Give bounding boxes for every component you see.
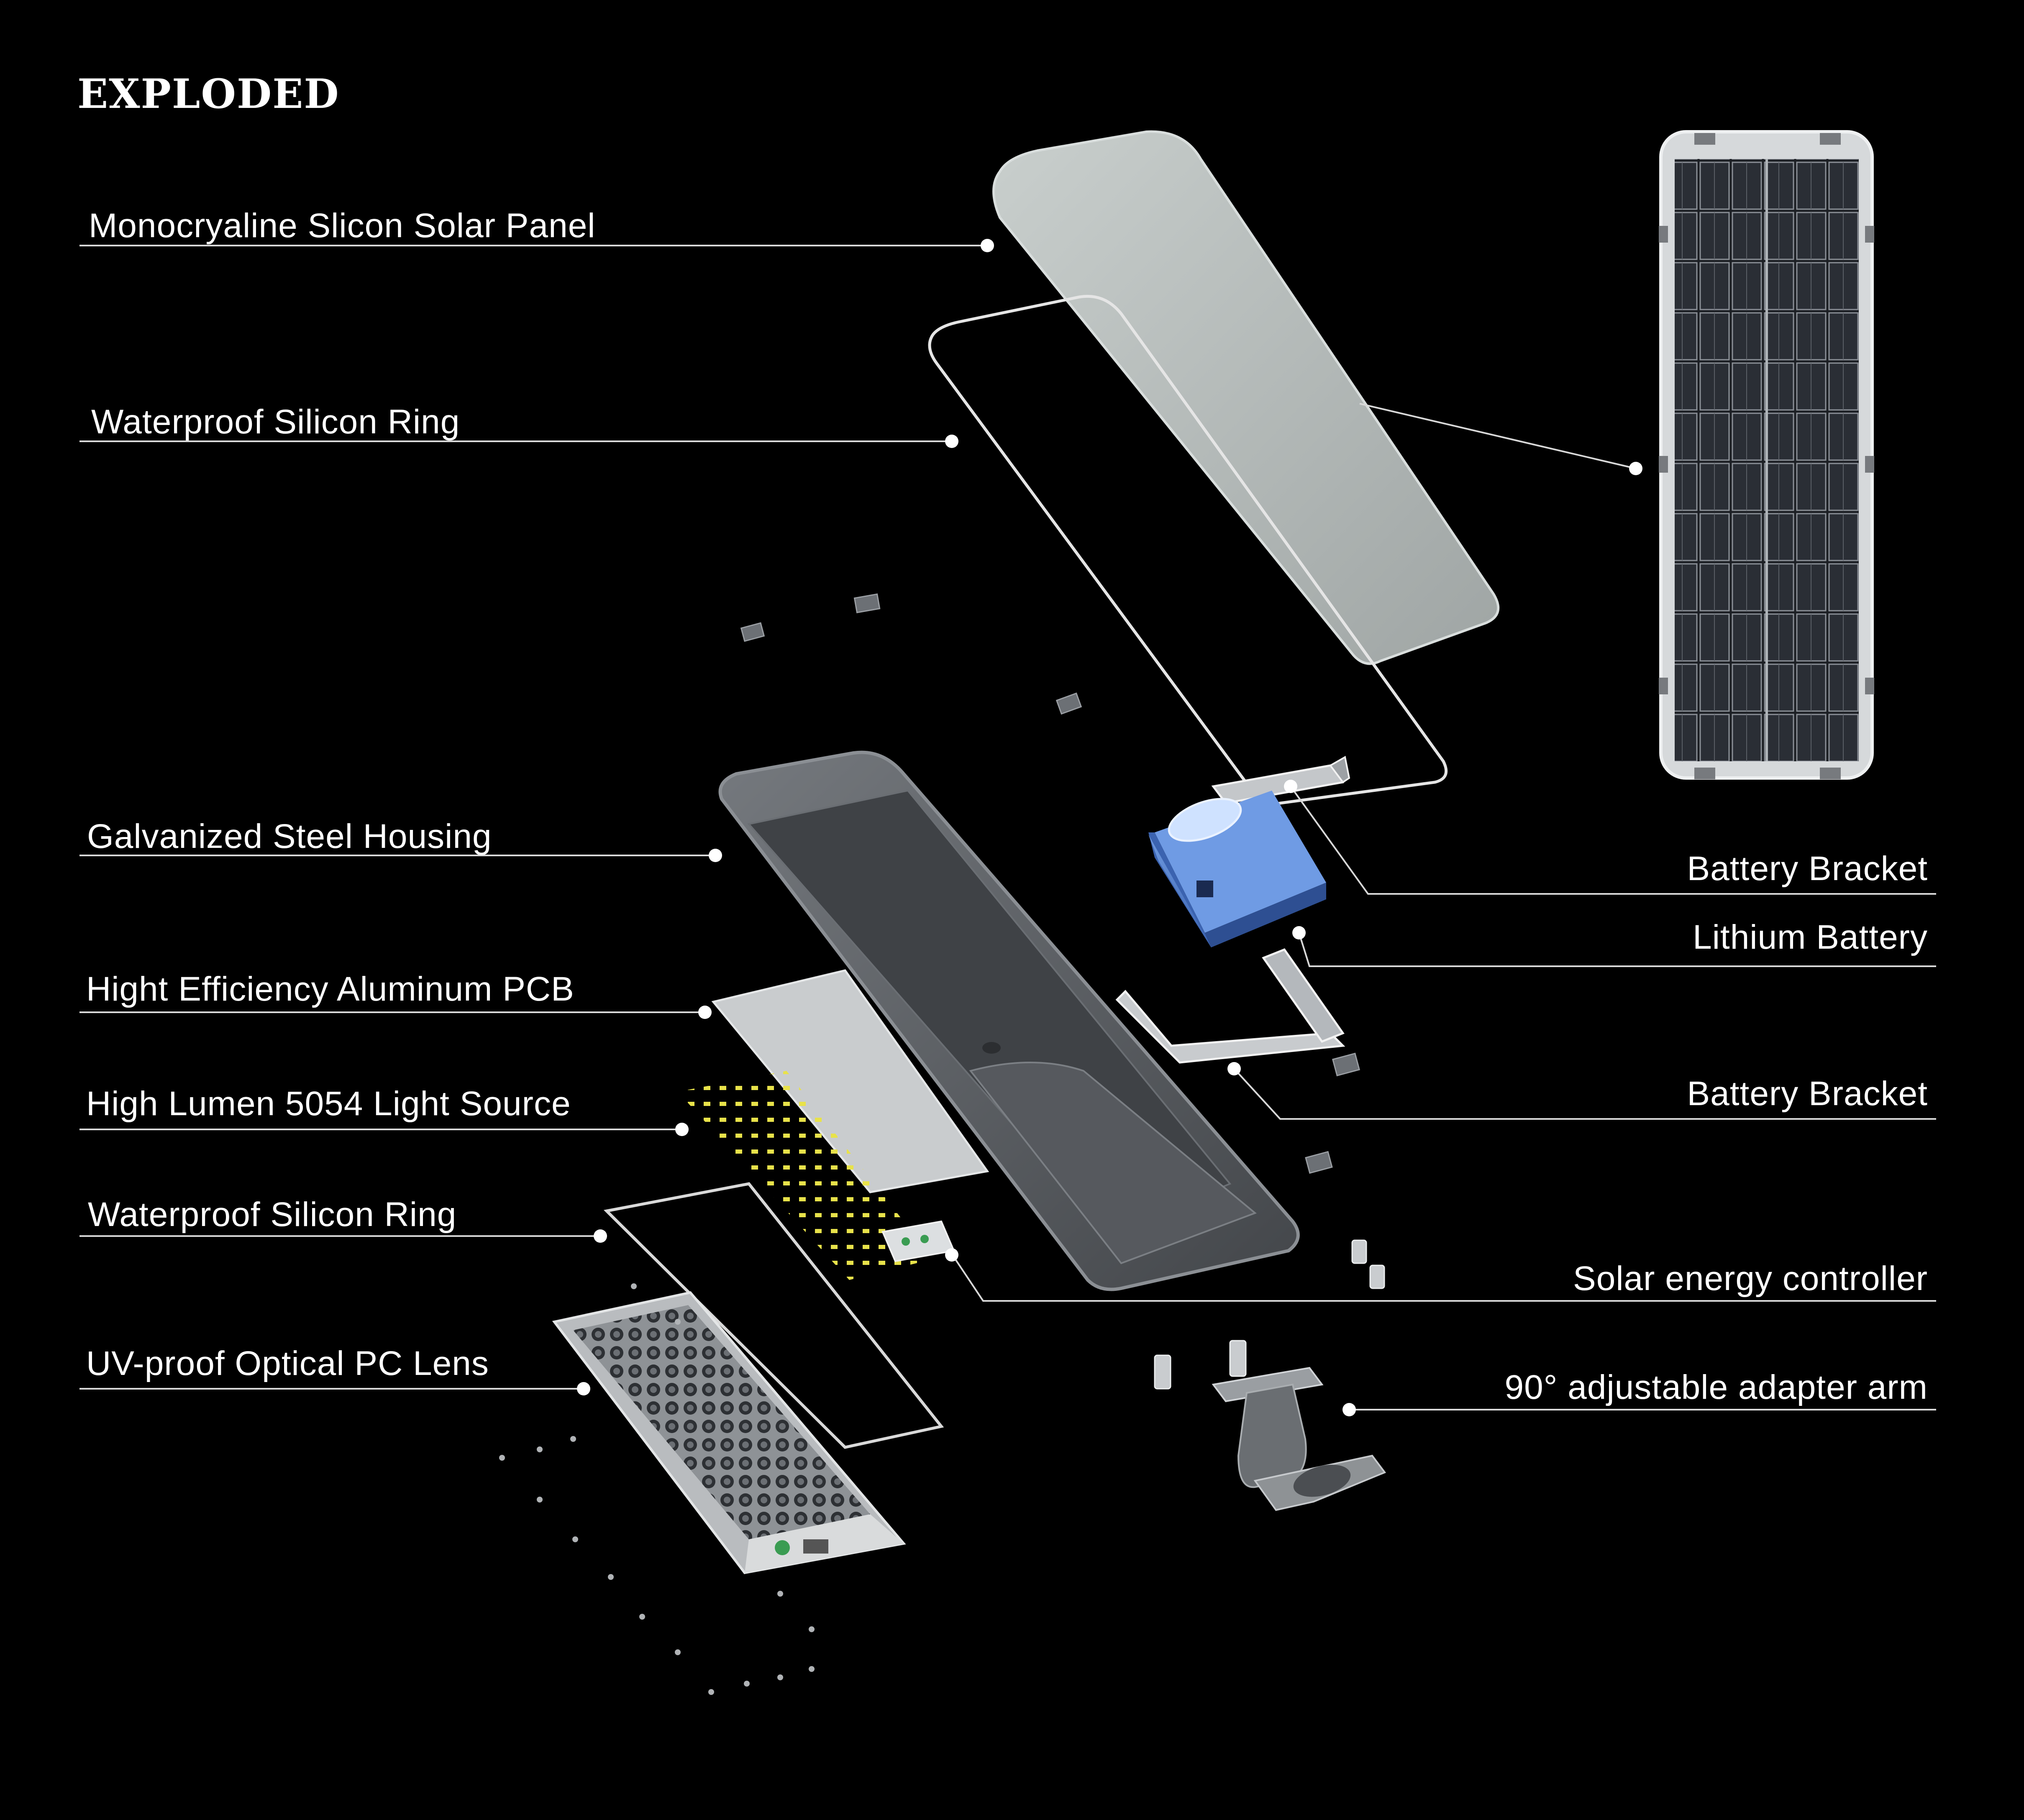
galvanized-housing-part	[718, 750, 1300, 1291]
label-controller: Solar energy controller	[1573, 1259, 1928, 1298]
diagram-heading: EXPLODED	[77, 70, 340, 118]
label-lens: UV-proof Optical PC Lens	[86, 1344, 489, 1382]
label-pcb: Hight Efficiency Aluminum PCB	[86, 970, 574, 1008]
label-light-source: High Lumen 5054 Light Source	[86, 1085, 571, 1123]
leader-dots	[577, 239, 1642, 1416]
silicon-ring-bottom-part	[603, 1182, 944, 1449]
label-battery-bracket-bottom: Battery Bracket	[1687, 1075, 1928, 1113]
led-light-source-part	[678, 1071, 933, 1280]
label-solar-panel: Monocryaline Slicon Solar Panel	[89, 207, 596, 245]
label-housing: Galvanized Steel Housing	[87, 817, 492, 855]
silicon-ring-top-part	[928, 294, 1448, 806]
leader-lines	[79, 245, 1936, 1410]
bolts	[1154, 1239, 1385, 1390]
solar-panel-front-view	[1659, 130, 1874, 780]
label-silicon-ring-bottom: Waterproof Silicon Ring	[88, 1195, 457, 1234]
label-battery-bracket-top: Battery Bracket	[1687, 850, 1928, 888]
label-silicon-ring-top: Waterproof Silicon Ring	[91, 403, 460, 441]
label-adapter-arm: 90° adjustable adapter arm	[1504, 1368, 1928, 1406]
adapter-arm-part	[1212, 1367, 1386, 1511]
battery-bracket-bottom-part	[1115, 948, 1345, 1064]
solar-panel-part	[992, 130, 1500, 665]
clip-fasteners	[740, 593, 1360, 1174]
battery-bracket-top-part	[1211, 755, 1350, 804]
lithium-battery-part	[1148, 791, 1326, 947]
label-lithium-battery: Lithium Battery	[1693, 918, 1928, 956]
screws	[499, 1283, 815, 1695]
optical-lens-part	[552, 1291, 906, 1574]
